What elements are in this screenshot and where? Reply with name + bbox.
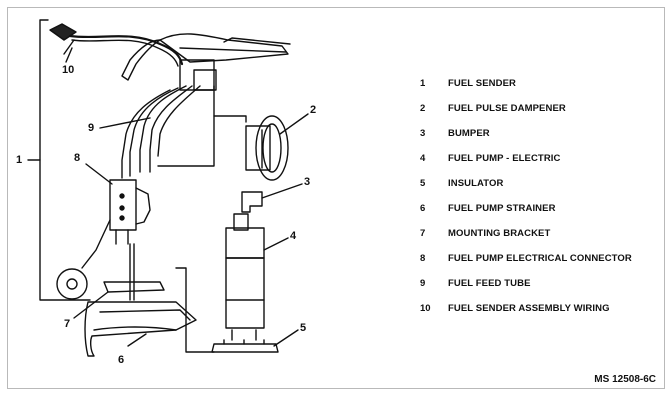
fuel-pump-strainer: [84, 301, 197, 357]
diagram-frame: [7, 7, 665, 389]
strainer-link: [175, 267, 215, 353]
leader-9: [99, 117, 151, 129]
callout-6: 6: [118, 354, 125, 366]
legend-label: FUEL FEED TUBE: [448, 278, 531, 289]
legend-label: FUEL PUMP ELECTRICAL CONNECTOR: [448, 253, 632, 264]
legend-number: 4: [420, 153, 426, 164]
figure-id: MS 12508-6C: [594, 374, 656, 385]
legend-label: INSULATOR: [448, 178, 504, 189]
mounting-bracket: [103, 243, 165, 301]
legend-number: 6: [420, 203, 426, 214]
legend-label: FUEL SENDER: [448, 78, 516, 89]
legend-number: 5: [420, 178, 426, 189]
legend-label: FUEL SENDER ASSEMBLY WIRING: [448, 303, 610, 314]
legend-number: 3: [420, 128, 426, 139]
leader-2: [279, 113, 309, 135]
legend-number: 10: [420, 303, 431, 314]
legend-label: FUEL PUMP - ELECTRIC: [448, 153, 561, 164]
callout-9: 9: [88, 122, 95, 134]
leader-5: [273, 329, 299, 347]
callout-10: 10: [62, 64, 75, 76]
legend-label: MOUNTING BRACKET: [448, 228, 551, 239]
legend-number: 7: [420, 228, 426, 239]
leader-8: [85, 163, 113, 185]
legend-number: 8: [420, 253, 426, 264]
legend-label: FUEL PUMP STRAINER: [448, 203, 556, 214]
bumper: [241, 191, 263, 213]
leader-4: [263, 237, 289, 251]
legend-number: 9: [420, 278, 426, 289]
legend-number: 2: [420, 103, 426, 114]
fuel-pump-electric: [225, 213, 265, 341]
legend-number: 1: [420, 78, 426, 89]
legend-label: BUMPER: [448, 128, 490, 139]
sender-wiring: [49, 23, 184, 67]
sender-flange: [121, 33, 291, 91]
callout-8: 8: [74, 152, 81, 164]
leader-6: [127, 333, 147, 347]
callout-1-bracket: [39, 19, 91, 301]
callout-3: 3: [304, 176, 311, 188]
callout-7: 7: [64, 318, 71, 330]
fuel-feed-tube: [121, 85, 247, 179]
leader-7: [73, 291, 109, 319]
pump-electrical-connector: [109, 179, 151, 245]
callout-4: 4: [290, 230, 297, 242]
callout-2: 2: [310, 104, 317, 116]
fuel-pulse-dampener: [245, 115, 289, 181]
callout-1: 1: [16, 154, 23, 166]
leader-3: [261, 183, 303, 199]
callout-5: 5: [300, 322, 307, 334]
insulator: [211, 339, 279, 353]
leader-10: [65, 47, 73, 63]
legend-label: FUEL PULSE DAMPENER: [448, 103, 566, 114]
sender-float: [56, 219, 111, 300]
